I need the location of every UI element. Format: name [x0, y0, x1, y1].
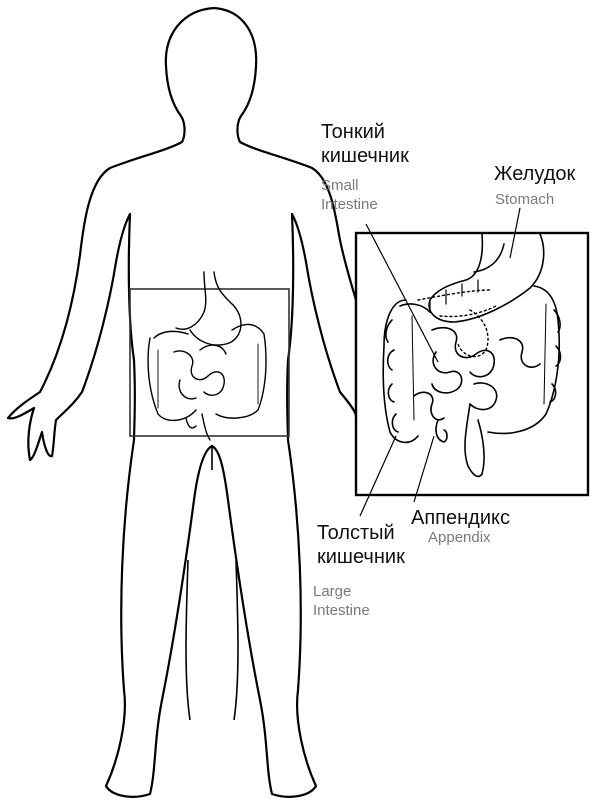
- label-stomach-ru: Желудок: [494, 162, 575, 186]
- zoom-connector: [289, 436, 356, 495]
- label-appendix-en: Appendix: [428, 528, 491, 547]
- label-small-intestine-en: Small Intestine: [321, 176, 378, 214]
- label-small-intestine-ru: Тонкий кишечник: [321, 120, 409, 168]
- label-large-intestine-ru: Толстый кишечник: [317, 521, 405, 569]
- body-outline: [8, 8, 356, 797]
- label-large-intestine-en: Large Intestine: [313, 582, 370, 620]
- label-appendix-ru: Аппендикс: [411, 506, 510, 530]
- label-stomach-en: Stomach: [495, 190, 554, 209]
